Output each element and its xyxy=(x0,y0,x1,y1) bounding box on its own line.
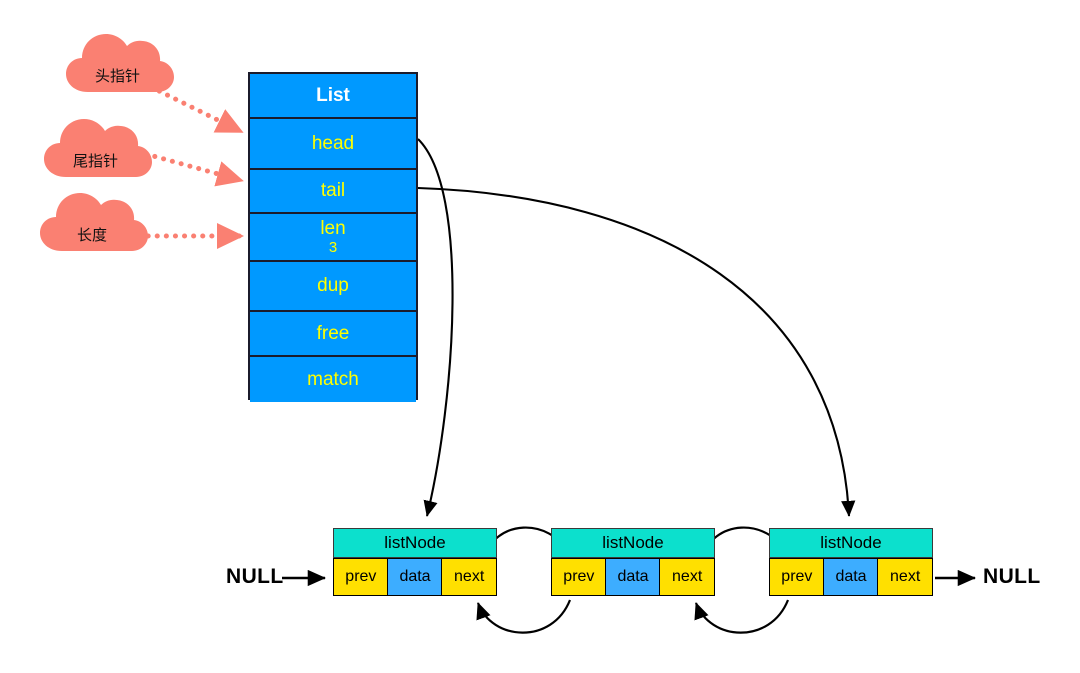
list-node-2: listNode prev data next xyxy=(551,528,716,596)
list-node-3-data: data xyxy=(823,558,879,596)
list-row-head: head xyxy=(250,119,416,170)
list-field-match-label: match xyxy=(307,368,359,390)
list-struct-box: List head tail len 3 dup free match xyxy=(248,72,418,402)
list-node-3-prev: prev xyxy=(769,558,825,596)
cloud-label-head-pointer: 头指针 xyxy=(95,67,141,85)
cloud-length xyxy=(40,193,148,251)
list-node-3-header: listNode xyxy=(769,528,933,558)
list-row-match: match xyxy=(250,357,416,402)
list-node-1-next: next xyxy=(441,558,498,596)
list-node-1-prev: prev xyxy=(333,558,389,596)
list-field-head-label: head xyxy=(311,132,355,154)
list-field-free-label: free xyxy=(316,322,350,344)
list-row-tail: tail xyxy=(250,170,416,214)
list-node-1-cells: prev data next xyxy=(333,558,498,596)
edge-node3-prev-to-node2-next xyxy=(694,599,790,634)
list-node-1: listNode prev data next xyxy=(333,528,498,596)
list-node-2-header: listNode xyxy=(551,528,715,558)
list-node-1-header: listNode xyxy=(333,528,497,558)
cloud-head-pointer xyxy=(66,34,174,92)
list-field-len-label: len xyxy=(320,217,346,239)
null-terminator-right: NULL xyxy=(983,565,1041,588)
cloud-label-length: 长度 xyxy=(77,226,108,244)
list-node-3: listNode prev data next xyxy=(769,528,934,596)
list-node-2-cells: prev data next xyxy=(551,558,716,596)
edge-node2-prev-to-node1-next xyxy=(476,599,572,634)
null-terminator-left: NULL xyxy=(226,565,284,588)
list-node-2-data: data xyxy=(605,558,661,596)
list-row-title: List xyxy=(250,74,416,119)
edge-head-to-node1 xyxy=(417,138,454,517)
list-row-len: len 3 xyxy=(250,214,416,262)
edge-tail-to-node3 xyxy=(417,186,856,517)
edge-cloud-tail xyxy=(143,151,244,187)
list-node-2-prev: prev xyxy=(551,558,607,596)
list-field-tail-label: tail xyxy=(320,180,346,202)
list-title-label: List xyxy=(316,84,350,106)
list-node-2-next: next xyxy=(659,558,716,596)
cloud-tail-pointer xyxy=(44,119,152,177)
list-row-free: free xyxy=(250,312,416,357)
list-field-dup-label: dup xyxy=(317,275,349,297)
list-node-3-next: next xyxy=(877,558,934,596)
list-node-3-cells: prev data next xyxy=(769,558,934,596)
list-row-dup: dup xyxy=(250,262,416,312)
list-field-len-value: 3 xyxy=(328,238,338,256)
cloud-label-tail-pointer: 尾指针 xyxy=(73,152,119,170)
list-node-1-data: data xyxy=(387,558,443,596)
